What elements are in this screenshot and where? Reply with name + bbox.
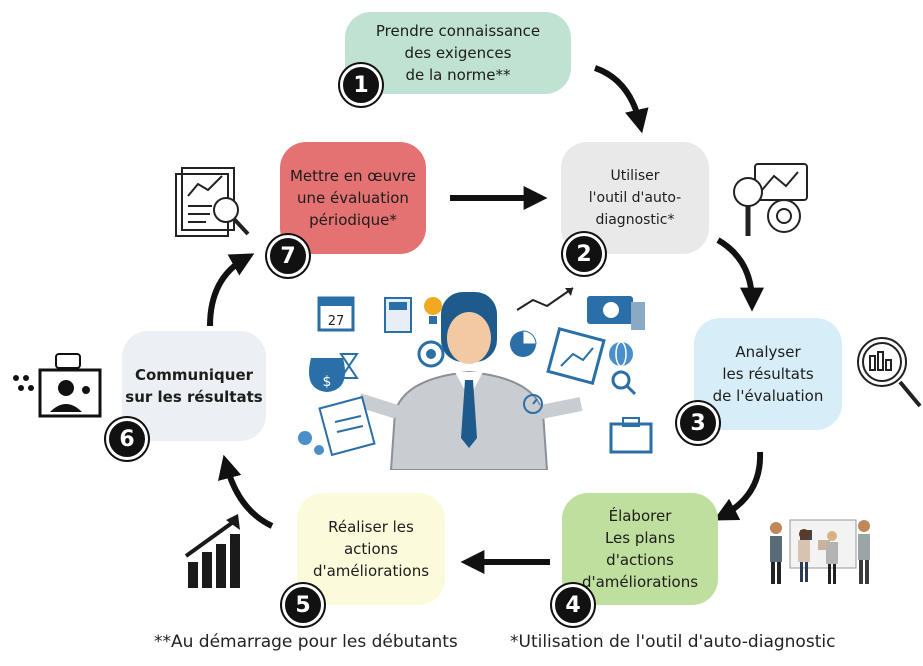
step-3-label: Analyser les résultats de l'évaluation <box>712 343 824 405</box>
globe-icon <box>609 341 633 367</box>
step-3-number-badge: 3 <box>677 402 719 444</box>
gears-icon <box>298 431 324 455</box>
chart-board-icon <box>546 326 606 386</box>
calculator-icon <box>384 297 412 333</box>
document-pen-icon <box>318 395 376 457</box>
step-2-label: Utiliser l'outil d'auto- diagnostic* <box>588 168 682 228</box>
analytics-gear-icon <box>733 163 808 236</box>
dollar-card-icon <box>587 296 645 330</box>
step-3-box: Analyser les résultats de l'évaluation <box>694 318 842 430</box>
calendar-day: 27 <box>328 314 345 329</box>
growth-line-icon <box>516 287 574 311</box>
step-1-label: Prendre connaissance des exigences de la… <box>375 22 541 84</box>
briefcase-icon <box>609 417 653 454</box>
chart-magnifier-icon <box>857 337 922 408</box>
step-7-label: Mettre en œuvre une évaluation périodiqu… <box>289 167 417 229</box>
businessman-figure <box>356 292 583 470</box>
report-icon <box>175 167 250 237</box>
hourglass-icon <box>339 353 359 379</box>
step-6-box: Communiquer sur les résultats <box>122 331 266 441</box>
search-icon <box>611 370 637 396</box>
step-4-label: Élaborer Les plans d'actions d'améliorat… <box>581 507 699 591</box>
footnote-double-star: **Au démarrage pour les débutants <box>154 632 458 652</box>
arrow-6-to-7 <box>207 253 255 327</box>
money-bag-symbol: $ <box>323 374 332 390</box>
arrow-3-to-4 <box>713 451 764 521</box>
step-4-number-badge: 4 <box>552 584 594 626</box>
step-4-box: Élaborer Les plans d'actions d'améliorat… <box>562 493 718 605</box>
pie-chart-icon <box>510 330 537 357</box>
step-5-number-badge: 5 <box>282 584 324 626</box>
step-5-box: Réaliser les actions d'améliorations <box>297 493 445 605</box>
presenter-icon <box>13 353 102 418</box>
step-7-number-badge: 7 <box>267 235 309 277</box>
central-illustration: 27 $ <box>285 262 657 470</box>
growth-bars-icon <box>184 514 240 588</box>
step-1-number-badge: 1 <box>340 64 382 106</box>
step-7-box: Mettre en œuvre une évaluation périodiqu… <box>280 142 426 254</box>
lightbulb-icon <box>424 297 442 324</box>
step-6-label: Communiquer sur les résultats <box>125 366 263 406</box>
footnote-single-star: *Utilisation de l'outil d'auto-diagnosti… <box>510 632 836 652</box>
arrow-1-to-2 <box>593 65 649 134</box>
money-bag-icon: $ <box>309 358 345 392</box>
arrow-2-to-3 <box>716 237 764 312</box>
team-planning-icon <box>770 519 870 584</box>
step-1-box: Prendre connaissance des exigences de la… <box>345 12 571 94</box>
target-icon <box>417 340 445 368</box>
step-5-label: Réaliser les actions d'améliorations <box>312 518 430 580</box>
calendar-icon: 27 <box>317 296 355 332</box>
step-6-number-badge: 6 <box>106 418 148 460</box>
arrow-5-to-6 <box>218 454 274 529</box>
stopwatch-icon <box>523 394 543 414</box>
step-2-number-badge: 2 <box>563 233 605 275</box>
